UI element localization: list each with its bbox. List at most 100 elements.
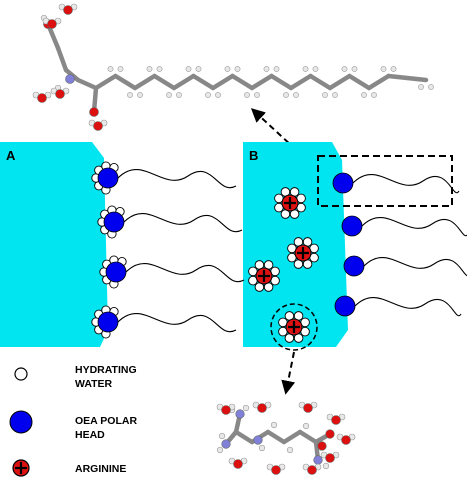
carbon-bond <box>386 73 429 83</box>
hydrocarbon-tail <box>361 217 467 237</box>
hydrogen-atom <box>286 446 294 454</box>
oea-lipids-panel-b <box>332 172 467 317</box>
hydrogen-atom <box>380 66 387 72</box>
carbon-bond <box>269 73 294 91</box>
legend-head-line1: OEA POLAR <box>75 415 137 427</box>
carbon-bond <box>366 73 391 91</box>
oea-polar-head <box>97 311 119 333</box>
water-oxygen <box>93 121 103 131</box>
water-oxygen <box>341 435 351 445</box>
oea-polar-head <box>332 172 354 194</box>
hydrogen-atom <box>185 66 192 72</box>
hydrogen-atom <box>215 92 221 98</box>
hydrogen-atom <box>127 92 133 98</box>
water-oxygen <box>303 403 313 413</box>
oea-polar-head <box>103 211 125 233</box>
hydrogen-atom <box>254 92 260 98</box>
carbon-bond <box>288 73 313 91</box>
hydrogen-atom <box>263 66 270 72</box>
hydrogen-atom <box>332 92 338 98</box>
arginine-bond <box>265 429 287 445</box>
hydrocarbon-tail <box>117 169 237 189</box>
hydrogen-atom <box>218 432 226 440</box>
hydrogen-atom <box>176 92 182 98</box>
panel-b-label: B <box>249 148 258 163</box>
hydrogen-atom <box>283 92 289 98</box>
oea-polar-head <box>105 261 127 283</box>
carbon-bond <box>249 73 274 91</box>
carbon-bond <box>93 73 118 91</box>
water-oxygen <box>257 403 267 413</box>
water-oxygen <box>37 93 47 103</box>
arginine-ions-panel-b <box>248 187 319 343</box>
carbon-bond <box>191 73 216 91</box>
hydrogen-atom <box>216 446 224 454</box>
hydrogen-atom <box>244 92 250 98</box>
hydrogen-atom <box>270 421 278 429</box>
oea-polar-head <box>343 255 365 277</box>
arginine-highlight-circle <box>270 303 318 351</box>
head-bond <box>75 77 99 91</box>
hydrogen-atom <box>351 66 358 72</box>
oxygen-atom <box>325 429 335 439</box>
hydrogen-atom <box>302 66 309 72</box>
oea-polar-head <box>341 215 363 237</box>
nitrogen-atom <box>221 439 231 449</box>
carbon-bond <box>230 73 255 91</box>
nitrogen-atom <box>65 74 75 84</box>
water-oxygen <box>63 5 73 15</box>
hydrating-water-icon <box>14 367 28 381</box>
arginine-bond <box>233 429 255 445</box>
hydrogen-atom <box>293 92 299 98</box>
hydrogen-atom <box>302 422 310 430</box>
nitrogen-atom <box>235 409 245 419</box>
water-oxygen <box>47 19 57 29</box>
carbon-bond <box>113 73 138 91</box>
carbon-bond <box>210 73 235 91</box>
arginine-bond <box>297 429 319 445</box>
hydrogen-atom <box>242 404 250 412</box>
water-oxygen <box>307 465 317 475</box>
hydrocarbon-tail <box>354 297 462 317</box>
oea-molecule-model <box>32 3 434 131</box>
hydrogen-atom <box>273 66 280 72</box>
water-oxygen <box>233 459 243 469</box>
panel-a-label: A <box>6 148 16 163</box>
oxygen-atom <box>317 441 327 451</box>
hydrogen-atom <box>234 66 241 72</box>
nitrogen-atom <box>313 455 323 465</box>
oxygen-atom <box>89 107 99 117</box>
hydrogen-atom <box>322 462 330 470</box>
hydrogen-atom <box>137 92 143 98</box>
hydrogen-atom <box>195 66 202 72</box>
hydrocarbon-tail <box>363 257 467 276</box>
oea-lipids-panel-a <box>91 161 245 339</box>
hydrocarbon-tail <box>123 213 243 233</box>
legend-head-line2: HEAD <box>75 429 105 441</box>
hydrogen-atom <box>341 66 348 72</box>
water-oxygen <box>325 453 335 463</box>
legend: HYDRATING WATER OEA POLAR HEAD ARGININE <box>9 364 137 477</box>
nitrogen-atom <box>253 435 263 445</box>
legend-water-line2: WATER <box>75 378 113 390</box>
oea-polar-head <box>97 167 119 189</box>
legend-water-line1: HYDRATING <box>75 364 137 376</box>
hydrocarbon-tail <box>117 313 237 333</box>
hydrogen-atom <box>107 66 114 72</box>
hydrogen-atom <box>117 66 124 72</box>
water-oxygen <box>221 405 231 415</box>
hydrogen-atom <box>312 66 319 72</box>
zoom-box <box>317 155 453 207</box>
zoom-arrow-arginine <box>281 351 296 395</box>
head-bond <box>55 45 69 73</box>
hydrogen-atom <box>224 66 231 72</box>
carbon-bond <box>347 73 372 91</box>
hydrogen-atom <box>156 66 163 72</box>
hydrogen-atom <box>361 92 367 98</box>
hydrogen-atom <box>322 92 328 98</box>
hydrogen-atom <box>418 84 424 90</box>
membrane-panel-a <box>0 142 108 347</box>
arginine-icon <box>12 459 30 477</box>
carbon-bond <box>327 73 352 91</box>
